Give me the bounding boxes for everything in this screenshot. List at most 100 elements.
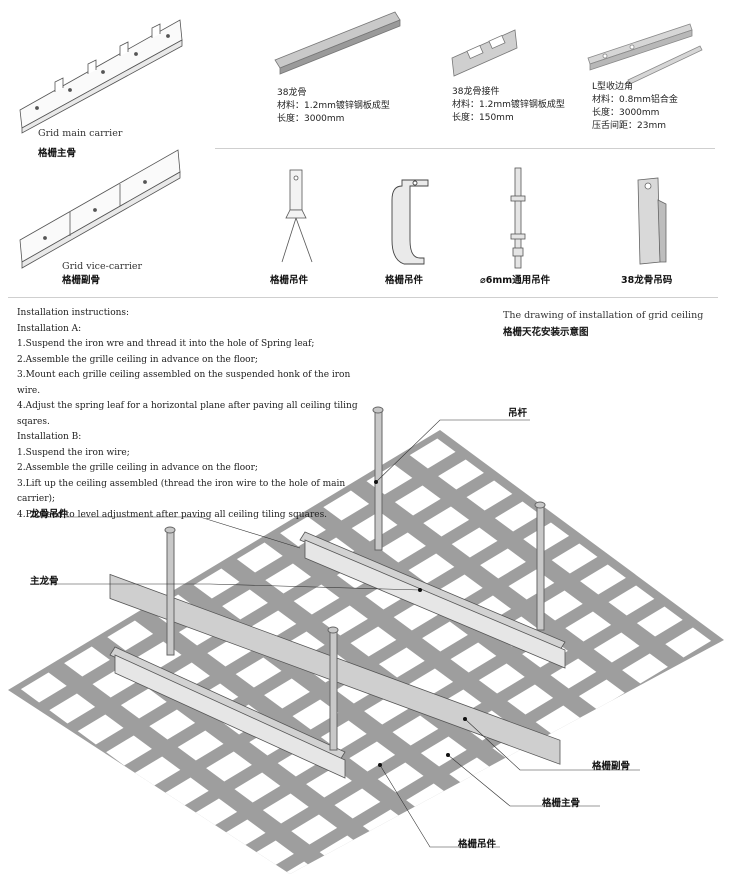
- grid-cell: [409, 438, 456, 469]
- callout-dots: [374, 480, 467, 767]
- keel-38-title: 38龙骨: [277, 88, 307, 98]
- callout-grid-hanger: 格栅吊件: [458, 839, 497, 850]
- hanger-label-1: 格栅吊件: [270, 275, 309, 286]
- grid-vice-carrier-illustration: [19, 149, 181, 269]
- instr-b-step-2: 2.Assemble the grille ceiling in advance…: [17, 463, 258, 473]
- universal-hanger-6mm-illustration: [510, 167, 526, 269]
- grid-cell: [535, 705, 582, 736]
- connector-title: 38龙骨接件: [452, 87, 500, 97]
- instr-b-step-4: 4.Proceed to level adjustment after pavi…: [17, 509, 328, 520]
- grid-cell: [578, 679, 625, 710]
- grid-cell: [292, 699, 339, 730]
- threaded-rods: [164, 406, 546, 751]
- instr-a-step-2: 2.Assemble the grille ceiling in advance…: [17, 354, 258, 365]
- keel-38-material: 材料：1.2mm镀锌钢板成型: [277, 101, 390, 111]
- grid-cell: [665, 627, 712, 658]
- grid-hanger-1-illustration: [281, 169, 313, 263]
- main-carrier-en: Grid main carrier: [38, 128, 123, 139]
- l-angle-pitch: 压舌间距：23mm: [592, 121, 666, 131]
- grid-cell: [20, 672, 67, 703]
- grid-cell: [134, 756, 181, 787]
- grid-cell: [380, 532, 426, 563]
- grid-cell: [222, 589, 268, 620]
- grid-cell: [478, 663, 525, 694]
- l-angle-spec: L型收边角 材料：0.8mm铝合金 长度：3000mm 压舌间距：23mm: [592, 81, 678, 133]
- grid-cell: [523, 522, 570, 553]
- grid-cell: [622, 653, 668, 684]
- hanger-label-2: 格栅吊件: [385, 275, 424, 286]
- grid-cell: [593, 632, 640, 663]
- grid-cell: [107, 620, 154, 651]
- callout-grid-main: 格栅主骨: [542, 798, 581, 809]
- instr-a-step-1: 1.Suspend the iron wre and thread it int…: [17, 339, 315, 349]
- keel-38-spec: 38龙骨 材料：1.2mm镀锌钢板成型 长度：3000mm: [277, 87, 390, 126]
- separator-2: [8, 297, 718, 298]
- callout-main-keel: 主龙骨: [30, 576, 59, 587]
- separator-1: [215, 148, 715, 149]
- grid-cell: [451, 527, 498, 558]
- grid-cell: [264, 678, 310, 709]
- callout-rod: 吊杆: [508, 408, 528, 419]
- grid-cell: [177, 730, 224, 761]
- grid-cell: [149, 709, 196, 740]
- l-angle-illustration: [587, 23, 703, 85]
- grid-cell: [480, 548, 526, 579]
- instr-a-step-4-cont: sqares.: [17, 416, 50, 427]
- grid-cell: [392, 715, 439, 746]
- grid-cell: [206, 751, 252, 782]
- grid-cell: [236, 542, 283, 573]
- grid-cell: [422, 621, 468, 652]
- keel-38-connector-illustration: [451, 29, 518, 77]
- l-angle-material: 材料：0.8mm铝合金: [592, 95, 678, 105]
- installation-instructions: Installation instructions: Installation …: [17, 306, 367, 523]
- grid-cell: [450, 642, 497, 673]
- grid-cell: [466, 480, 513, 511]
- callout-grid-vice: 格栅副骨: [592, 761, 631, 772]
- grid-cell: [235, 657, 282, 688]
- vice-carrier-cn: 格栅副骨: [62, 275, 101, 286]
- drawing-title-cn: 格栅天花安装示意图: [503, 327, 589, 338]
- l-angle-title: L型收边角: [592, 82, 634, 92]
- keel-38-length: 长度：3000mm: [277, 114, 345, 124]
- grid-cell: [280, 516, 326, 547]
- hanger-label-3: ⌀6mm通用吊件: [480, 275, 551, 286]
- vice-carrier-en: Grid vice-carrier: [62, 261, 143, 272]
- callout-keel-hanger: 龙骨吊件: [30, 509, 69, 520]
- instr-a-title: Installation A:: [17, 323, 82, 334]
- grid-cell: [64, 646, 110, 677]
- grid-cell: [438, 459, 484, 490]
- grid-cell: [536, 590, 583, 621]
- grid-cell: [377, 762, 424, 793]
- callout-leaders: [30, 419, 640, 848]
- instr-b-title: Installation B:: [17, 432, 82, 442]
- connector-length: 长度：150mm: [452, 113, 514, 123]
- grid-cell: [234, 772, 281, 803]
- grid-cell: [494, 501, 541, 532]
- grid-cell: [550, 658, 597, 689]
- grid-cell: [636, 606, 683, 637]
- keel-38-connector-spec: 38龙骨接件 材料：1.2mm镀锌钢板成型 长度：150mm: [452, 86, 565, 125]
- grid-cell: [420, 736, 467, 767]
- keel-38-illustration: [274, 11, 401, 75]
- grid-cell: [449, 757, 496, 788]
- grid-cell: [350, 626, 397, 657]
- grid-cell: [293, 584, 340, 615]
- grid-cell: [378, 647, 425, 678]
- grid-cell: [262, 793, 309, 824]
- grid-cell: [323, 490, 370, 521]
- grid-cell: [408, 553, 455, 584]
- instr-b-step-3: 3.Lift up the ceiling assembled (thread …: [17, 478, 346, 505]
- main-carrier-cn: 格栅主骨: [38, 148, 77, 159]
- keel-bars: [109, 531, 566, 779]
- grid-cell: [106, 735, 152, 766]
- grid-cell: [394, 485, 441, 516]
- grid-cell: [49, 693, 96, 724]
- grid-cell: [120, 688, 167, 719]
- drawing-title-en: The drawing of installation of grid ceil…: [503, 310, 704, 321]
- instr-heading: Installation instructions:: [17, 308, 130, 318]
- keel-38-clip-illustration: [637, 177, 667, 265]
- grid-cell: [423, 506, 470, 537]
- grid-cell: [580, 564, 626, 595]
- instr-a-step-4: 4.Adjust the spring leaf for a horizonta…: [17, 401, 358, 411]
